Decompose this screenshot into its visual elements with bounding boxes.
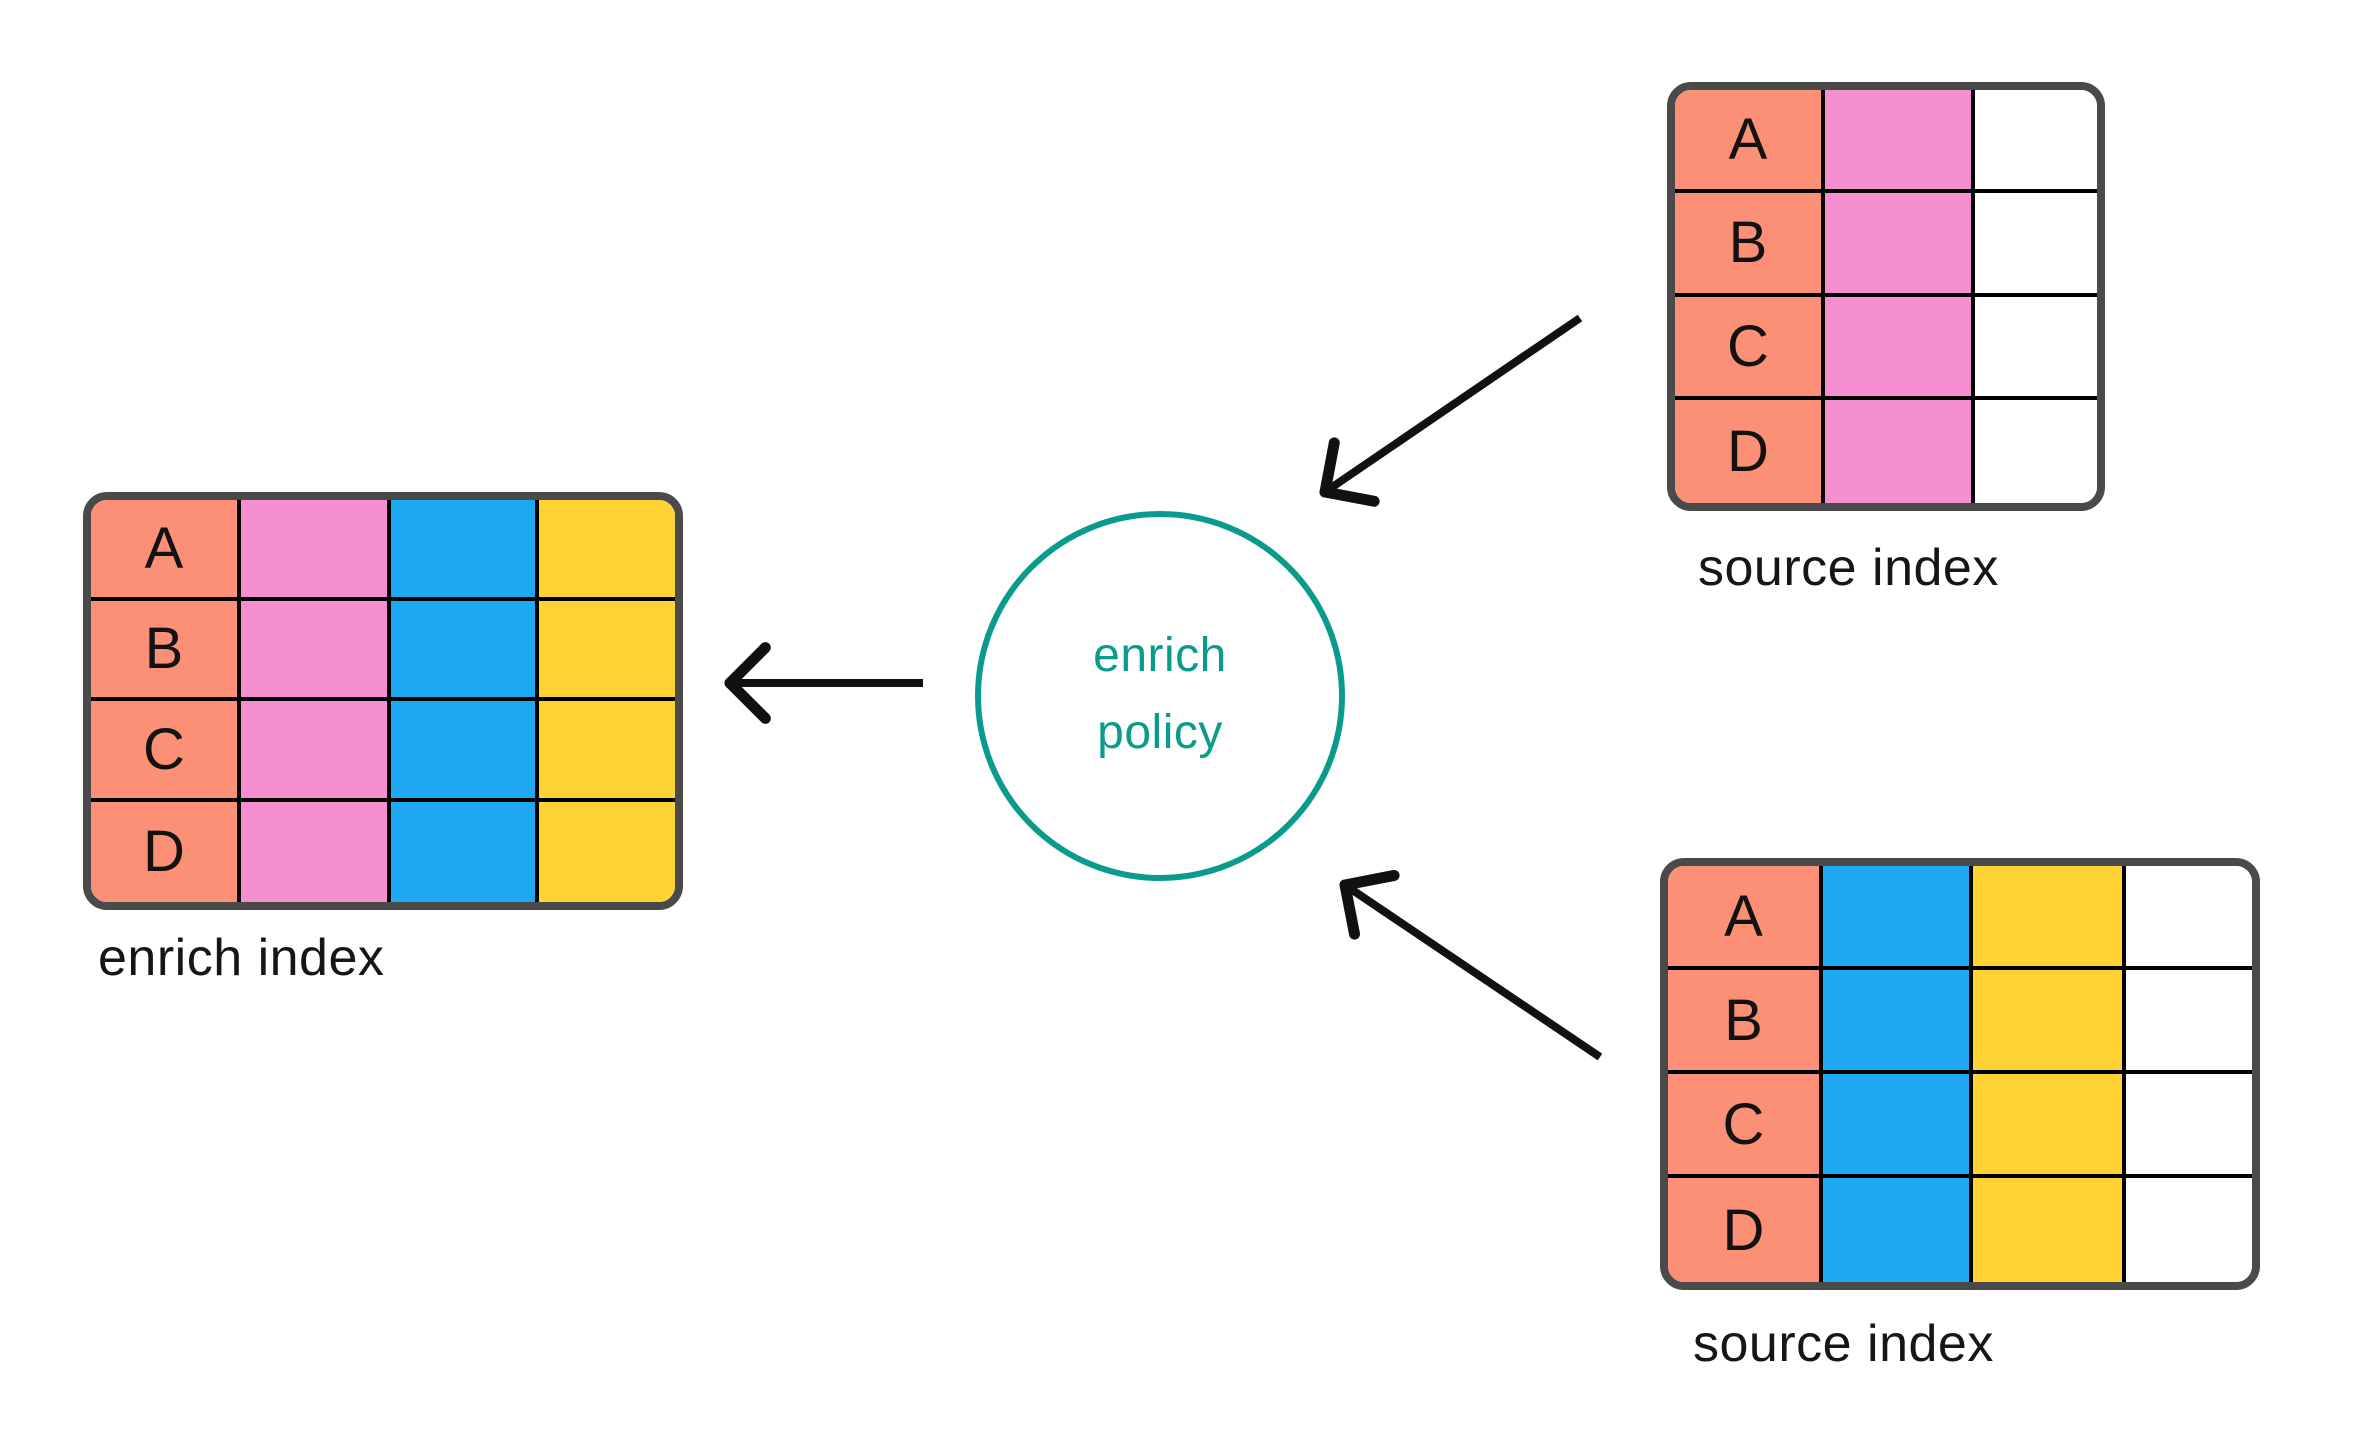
enrich-policy-circle bbox=[975, 511, 1345, 881]
table-cell bbox=[1825, 90, 1975, 194]
row-label-cell: A bbox=[1675, 90, 1825, 194]
row-label-cell: B bbox=[1675, 193, 1825, 297]
table-cell bbox=[1973, 970, 2126, 1074]
source-index-top-label: source index bbox=[1698, 539, 1999, 597]
arrow-policy-to-enrich-index bbox=[724, 642, 923, 724]
enrich-policy-node: enrich policy bbox=[960, 618, 1360, 772]
table-cell bbox=[1823, 970, 1973, 1074]
table-cell bbox=[1823, 1178, 1973, 1282]
table-cell bbox=[1975, 90, 2097, 194]
row-label-cell: C bbox=[1668, 1074, 1823, 1178]
table-cell bbox=[1823, 1074, 1973, 1178]
row-label-cell: C bbox=[1675, 296, 1825, 400]
row-label-cell: D bbox=[1668, 1178, 1823, 1282]
table-cell bbox=[1975, 296, 2097, 400]
table-cell bbox=[391, 701, 539, 802]
row-label-cell: B bbox=[91, 600, 241, 701]
table-cell bbox=[391, 801, 539, 902]
table-cell bbox=[1825, 193, 1975, 297]
table-cell bbox=[241, 701, 391, 802]
table-cell bbox=[539, 701, 675, 802]
table-cell bbox=[539, 500, 675, 601]
row-label-cell: B bbox=[1668, 970, 1823, 1074]
table-cell bbox=[2126, 1074, 2252, 1178]
arrow-source-top-to-policy bbox=[1319, 314, 1583, 507]
table-cell bbox=[1975, 399, 2097, 503]
table-cell bbox=[2126, 1178, 2252, 1282]
table-cell bbox=[241, 801, 391, 902]
table-cell bbox=[391, 500, 539, 601]
row-label-cell: A bbox=[1668, 866, 1823, 970]
row-label-cell: A bbox=[91, 500, 241, 601]
table-cell bbox=[1973, 1178, 2126, 1282]
enrich-policy-label-line2: policy bbox=[1097, 705, 1223, 759]
table-cell bbox=[391, 600, 539, 701]
enrich-policy-label-line1: enrich bbox=[1093, 629, 1227, 682]
table-cell bbox=[1825, 399, 1975, 503]
row-label-cell: D bbox=[1675, 399, 1825, 503]
table-cell bbox=[1973, 1074, 2126, 1178]
arrow-source-bottom-to-policy bbox=[1339, 869, 1603, 1061]
table-cell bbox=[1973, 866, 2126, 970]
table-cell bbox=[539, 801, 675, 902]
row-label-cell: D bbox=[91, 801, 241, 902]
table-cell bbox=[241, 600, 391, 701]
enrich-index-label: enrich index bbox=[98, 929, 385, 987]
table-cell bbox=[1975, 193, 2097, 297]
row-label-cell: C bbox=[91, 701, 241, 802]
table-cell bbox=[1825, 296, 1975, 400]
table-cell bbox=[2126, 866, 2252, 970]
table-cell bbox=[539, 600, 675, 701]
table-cell bbox=[2126, 970, 2252, 1074]
table-cell bbox=[1823, 866, 1973, 970]
table-cell bbox=[241, 500, 391, 601]
source-index-bottom-label: source index bbox=[1693, 1315, 1994, 1373]
